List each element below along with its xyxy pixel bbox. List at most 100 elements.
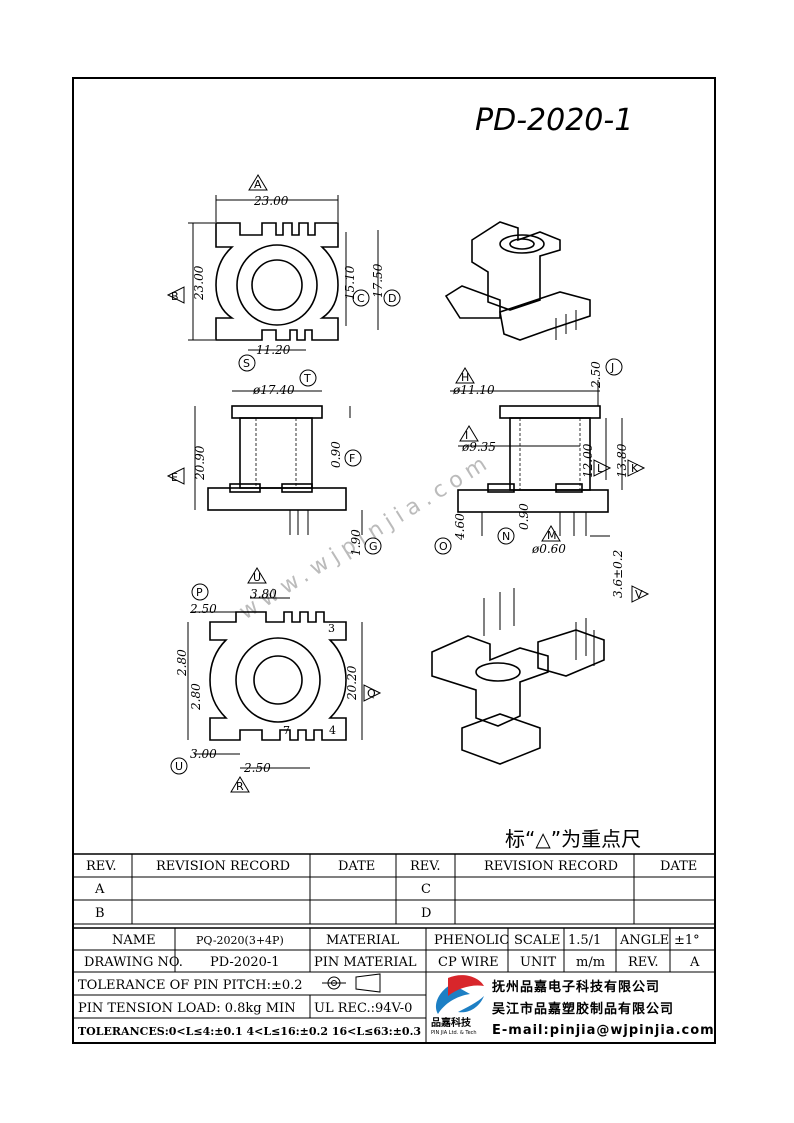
- dim-d: 17.50: [371, 263, 385, 298]
- rev-header-right: REV.: [410, 859, 441, 874]
- dim-q: 20.20: [345, 665, 359, 701]
- scale-value: 1.5/1: [568, 933, 601, 948]
- dim-o: 4.60: [453, 513, 467, 541]
- tag-r: R: [230, 776, 250, 793]
- pin-number-3: 3: [328, 622, 335, 635]
- unit-label: UNIT: [520, 955, 556, 970]
- dim-p: 2.50: [189, 602, 217, 616]
- tag-k: K: [627, 459, 646, 477]
- record-header-left: REVISION RECORD: [156, 859, 290, 874]
- tag-u-bottom: U: [170, 757, 188, 775]
- name-value: PQ-2020(3+4P): [196, 934, 284, 947]
- tag-g: G: [364, 537, 382, 555]
- pin-material-label: PIN MATERIAL: [314, 955, 417, 970]
- svg-text:U: U: [175, 760, 183, 773]
- rev-row-b: B: [95, 906, 105, 921]
- tolerances: TOLERANCES:0<L≤4:±0.1 4<L≤16:±0.2 16<L≤6…: [78, 1025, 421, 1038]
- rev-header-left: REV.: [86, 859, 117, 874]
- dim-t: ø17.40: [252, 383, 295, 397]
- dim-j: 2.50: [589, 361, 603, 389]
- angle-value: ±1°: [674, 933, 700, 948]
- drawing-no-label: DRAWING NO.: [84, 955, 183, 970]
- svg-text:B: B: [171, 290, 179, 303]
- dim-f: 0.90: [329, 441, 343, 468]
- dim-l: 12.00: [581, 443, 595, 478]
- date-header-left: DATE: [338, 859, 375, 874]
- svg-text:E: E: [171, 471, 178, 484]
- iso-view-bottom: [431, 588, 605, 765]
- tag-o: O: [434, 537, 452, 555]
- ul-rec: UL REC.:94V-0: [314, 1001, 412, 1016]
- dim-pitch-lower: 2.80: [189, 683, 203, 711]
- svg-text:F: F: [349, 452, 355, 465]
- svg-text:T: T: [303, 372, 311, 385]
- dim-r: 2.50: [243, 761, 271, 775]
- rev-row-c: C: [421, 882, 431, 897]
- tag-u-top: U: [247, 567, 267, 584]
- svg-text:I: I: [465, 429, 468, 442]
- dim-v: 3.6±0.2: [611, 550, 625, 598]
- company-email: E-mail:pinjia@wjpinjia.com: [492, 1023, 715, 1038]
- svg-text:P: P: [196, 586, 203, 599]
- svg-text:U: U: [253, 571, 261, 584]
- title-block: [73, 927, 715, 1042]
- dim-pitch-upper: 2.80: [175, 649, 189, 677]
- part-number-title: PD-2020-1: [475, 103, 633, 138]
- angle-label: ANGLE: [619, 933, 669, 948]
- svg-text:A: A: [254, 178, 262, 191]
- company-logo: [435, 975, 484, 1014]
- revision-table: [73, 853, 715, 925]
- dim-s: 11.20: [256, 343, 291, 357]
- svg-text:O: O: [439, 540, 448, 553]
- svg-text:Q: Q: [367, 687, 376, 700]
- dim-e: 20.90: [193, 445, 207, 481]
- unit-value: m/m: [576, 955, 605, 970]
- svg-text:N: N: [502, 530, 510, 543]
- rev-label: REV.: [628, 955, 659, 970]
- company-name-1: 抚州品嘉电子科技有限公司: [492, 979, 660, 995]
- pin-material-value: CP WIRE: [438, 955, 499, 970]
- company-name-2: 吴江市品嘉塑胶制品有限公司: [492, 1001, 674, 1017]
- tag-l: L: [593, 459, 612, 477]
- tag-t: T: [299, 369, 317, 387]
- svg-text:V: V: [635, 588, 643, 601]
- dim-k: 13.80: [615, 443, 629, 478]
- tag-f: F: [344, 449, 362, 467]
- tag-d: D: [383, 289, 401, 307]
- svg-text:G: G: [369, 540, 378, 553]
- dim-n: 0.90: [517, 503, 531, 530]
- drawing-no-value: PD-2020-1: [210, 955, 280, 970]
- bottom-view: [187, 597, 363, 769]
- dim-u-top: 3.80: [250, 587, 277, 601]
- svg-text:J: J: [610, 361, 614, 374]
- key-dimension-note: 标“△”为重点尺: [505, 827, 641, 851]
- dim-a: 23.00: [253, 194, 289, 208]
- rev-row-a: A: [94, 882, 105, 897]
- top-view: [188, 195, 379, 351]
- name-label: NAME: [112, 933, 156, 948]
- tag-m: M: [541, 525, 561, 542]
- pin-number-4: 4: [329, 724, 336, 737]
- svg-text:K: K: [631, 462, 639, 475]
- pin-pitch-tolerance: TOLERANCE OF PIN PITCH:±0.2: [78, 978, 303, 993]
- dim-m: ø0.60: [531, 542, 566, 556]
- tag-c: C: [352, 289, 370, 307]
- tag-q: Q: [363, 684, 382, 702]
- svg-text:H: H: [461, 371, 469, 384]
- material-label: MATERIAL: [326, 933, 399, 948]
- svg-text:M: M: [547, 529, 557, 542]
- tag-s: S: [238, 354, 256, 372]
- dim-c: 15.10: [343, 265, 357, 300]
- material-value: PHENOLIC: [434, 933, 509, 948]
- tag-j: J: [605, 358, 623, 376]
- side-view: [450, 380, 623, 537]
- iso-view-top: [444, 221, 591, 341]
- tag-p: P: [191, 583, 209, 601]
- tag-e: E: [166, 467, 185, 485]
- svg-text:R: R: [236, 780, 244, 793]
- date-header-right: DATE: [660, 859, 697, 874]
- svg-text:C: C: [357, 292, 365, 305]
- logo-subtext: PIN JIA Ltd. & Tech: [431, 1030, 477, 1036]
- tag-h: H: [455, 367, 475, 384]
